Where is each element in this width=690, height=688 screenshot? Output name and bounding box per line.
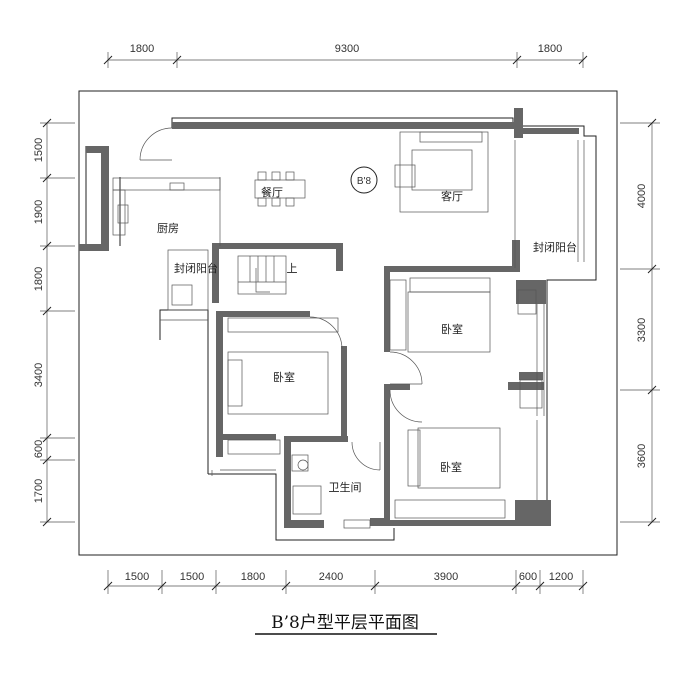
interior-details [112,127,585,529]
label-dining: 餐厅 [261,185,283,199]
walls [79,108,579,528]
right-dim-1: 4000 [636,184,648,208]
label-balcony-right: 封闭阳台 [533,240,577,254]
bottom-dim-4: 2400 [319,571,343,583]
drawing-frame [78,90,618,556]
label-balcony-left: 封闭阳台 [174,261,218,275]
bottom-dim-6: 600 [519,571,537,583]
bottom-dim-7: 1200 [549,571,573,583]
top-dim-3: 1800 [538,43,562,55]
label-bedroom-right-lower: 卧室 [440,460,462,474]
bottom-dim-5: 3900 [434,571,458,583]
drawing-title: B’8户型平层平面图 [271,613,419,633]
label-stair-up: 上 [287,262,298,275]
bottom-dimension-chain: 1500 1500 1800 2400 3900 600 1200 [103,570,588,594]
label-bedroom-center: 卧室 [273,370,295,384]
right-dim-3: 3600 [636,444,648,468]
right-dimension-chain: 4000 3300 3600 [620,118,660,527]
unit-tag: B'8 [357,176,372,187]
top-dim-2: 9300 [335,43,359,55]
left-dim-5: 600 [33,440,45,458]
left-dim-3: 1800 [33,267,45,291]
left-dimension-chain: 1500 1900 1800 3400 600 1700 [33,118,75,527]
label-bathroom: 卫生间 [329,480,362,494]
label-living: 客厅 [441,189,463,203]
room-labels: 餐厅 客厅 厨房 封闭阳台 封闭阳台 卧室 卧室 卧室 卫生间 上 B'8 [157,176,577,494]
bottom-dim-1: 1500 [125,571,149,583]
bottom-dim-2: 1500 [180,571,204,583]
building-outline [85,117,597,541]
top-dimension-chain: 1800 9300 1800 [103,43,588,68]
left-dim-4: 3400 [33,363,45,387]
left-dim-1: 1500 [33,138,45,162]
left-dim-6: 1700 [33,479,45,503]
bottom-dim-3: 1800 [241,571,265,583]
left-dim-2: 1900 [33,200,45,224]
label-bedroom-right-upper: 卧室 [441,322,463,336]
label-kitchen: 厨房 [157,222,179,235]
right-dim-2: 3300 [636,318,648,342]
top-dim-1: 1800 [130,43,154,55]
